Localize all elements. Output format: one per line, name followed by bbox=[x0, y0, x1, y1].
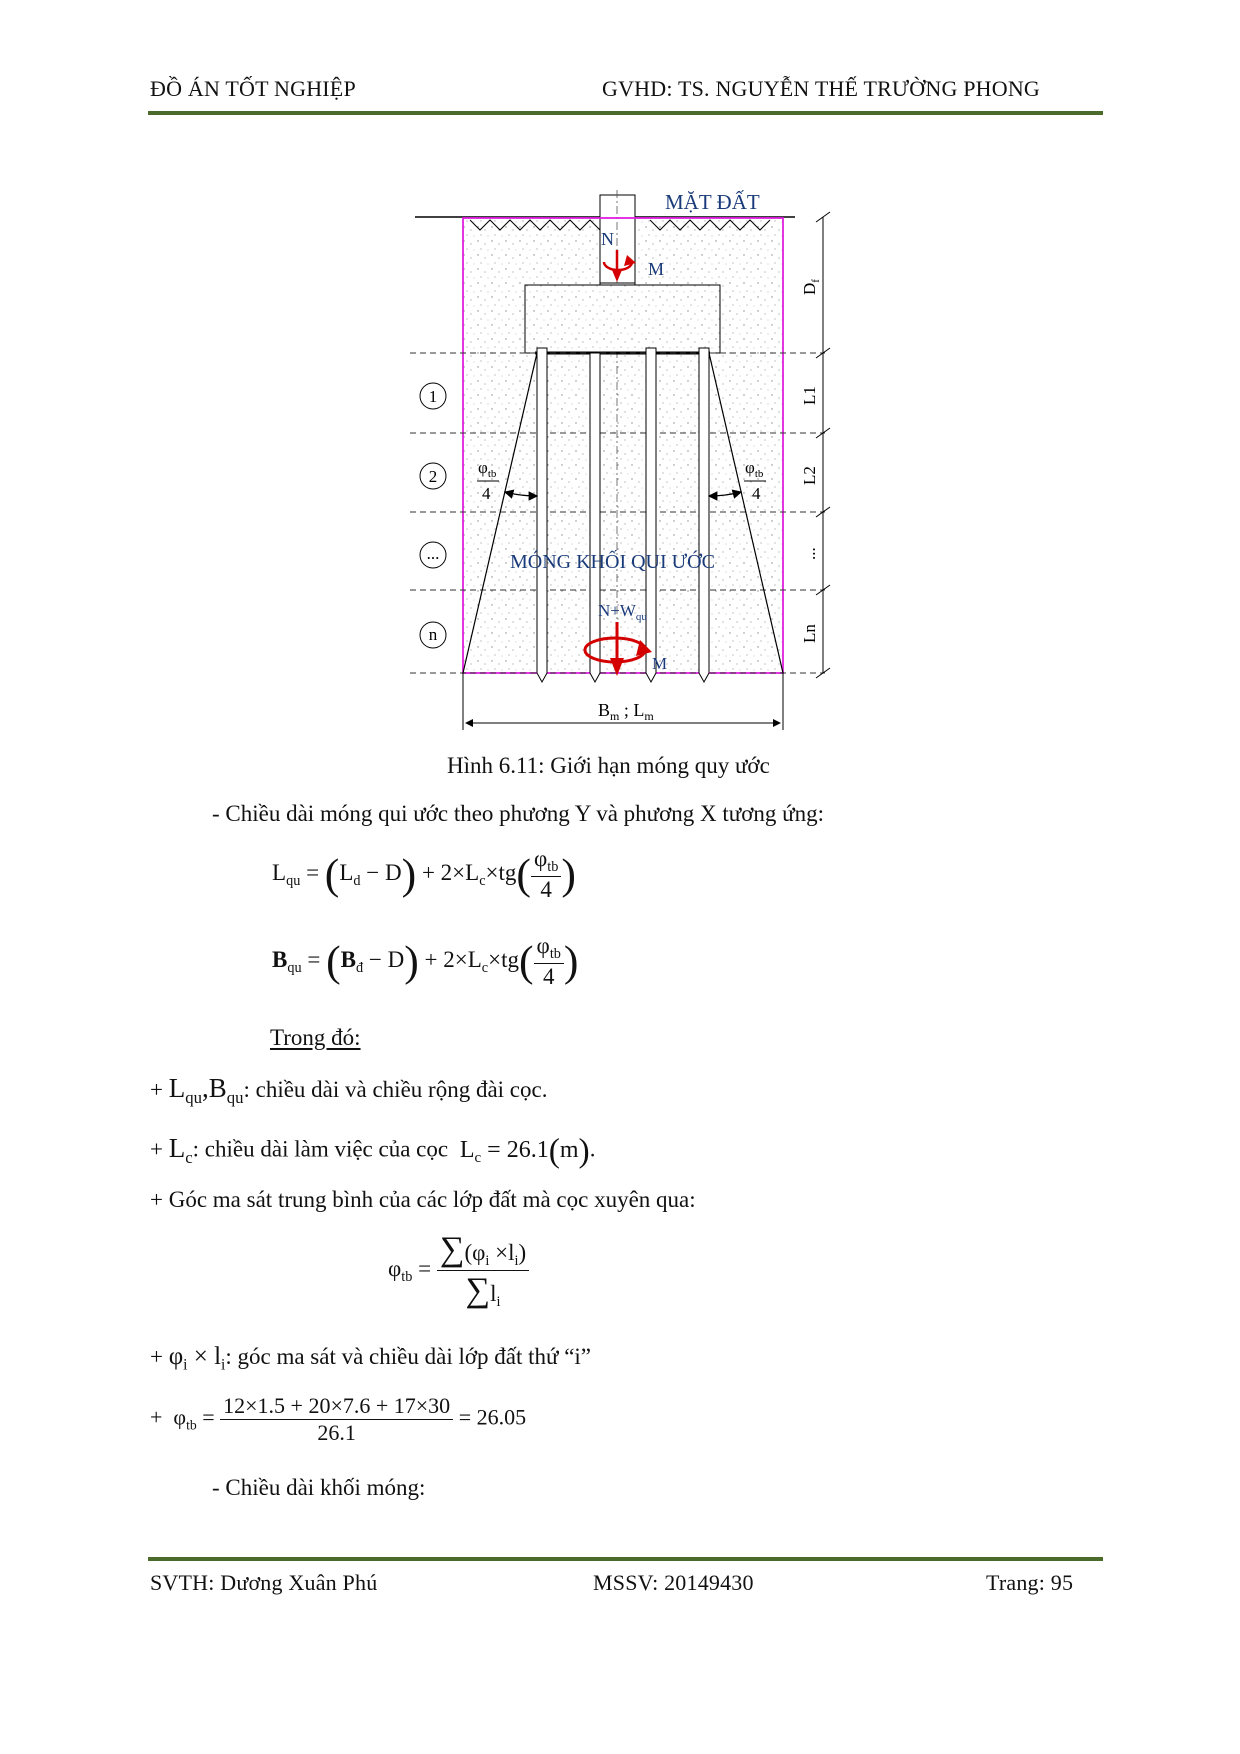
footer-left: SVTH: Dương Xuân Phú bbox=[150, 1570, 378, 1595]
svg-text:4: 4 bbox=[752, 484, 761, 503]
angle-arc-right bbox=[707, 489, 743, 501]
ground-label: MẶT ĐẤT bbox=[665, 190, 760, 214]
footer-right: Trang: 95 bbox=[986, 1570, 1074, 1595]
layer-marker-3: ... bbox=[427, 544, 440, 563]
formula-phi-tb: φtb = ∑(φi ×li)∑li bbox=[388, 1230, 530, 1311]
dim-Ln: Ln bbox=[800, 624, 819, 643]
piles bbox=[536, 347, 710, 684]
angle-arc-left bbox=[503, 489, 539, 501]
layer-marker-n: n bbox=[429, 625, 438, 644]
header-right: GVHD: TS. NGUYỄN THẾ TRƯỜNG PHONG bbox=[602, 76, 1041, 101]
header-rule bbox=[148, 111, 1103, 115]
item-dimensions: + Lqu,Bqu: chiều dài và chiều rộng đài c… bbox=[150, 1073, 548, 1107]
dim-L1: L1 bbox=[800, 386, 819, 405]
dim-dots: ... bbox=[800, 547, 819, 560]
block-label: MÓNG KHỐI QUI ƯỚC bbox=[510, 549, 715, 573]
top-moment-label: M bbox=[648, 259, 664, 279]
where-label: Trong đó: bbox=[270, 1025, 361, 1050]
item-friction-angle: + Góc ma sát trung bình của các lớp đất … bbox=[150, 1187, 696, 1212]
top-load-label: N bbox=[601, 229, 614, 249]
tail-text: - Chiều dài khối móng: bbox=[212, 1475, 426, 1500]
angle-label-left: φtb 4 bbox=[477, 458, 499, 503]
layer-marker-2: 2 bbox=[429, 467, 438, 486]
layer-markers: 1 2 ... n bbox=[419, 382, 447, 649]
foundation-diagram: MẶT ĐẤT N M φtb 4 φtb 4 bbox=[410, 190, 831, 730]
svg-text:φtb: φtb bbox=[478, 458, 497, 480]
svg-text:φtb: φtb bbox=[745, 458, 764, 480]
dim-labels: Df L1 L2 ... Ln bbox=[800, 279, 822, 643]
ground-hatch-right bbox=[649, 219, 771, 231]
header-left: ĐỒ ÁN TỐT NGHIỆP bbox=[150, 76, 356, 101]
svg-text:4: 4 bbox=[482, 484, 491, 503]
footer-rule bbox=[148, 1557, 1103, 1561]
layer-lines bbox=[410, 352, 825, 674]
spread-line-left bbox=[462, 352, 538, 674]
angle-label-right: φtb 4 bbox=[744, 458, 766, 503]
dim-L2: L2 bbox=[800, 466, 819, 485]
figure-caption: Hình 6.11: Giới hạn móng quy ước bbox=[447, 753, 770, 778]
bottom-load-label: N+Wqu bbox=[598, 601, 647, 623]
bottom-moment-label: M bbox=[652, 654, 667, 673]
item-layer-definition: + φi × li: góc ma sát và chiều dài lớp đ… bbox=[150, 1343, 592, 1374]
dim-Df: Df bbox=[800, 279, 822, 295]
spread-line-right bbox=[708, 352, 784, 674]
width-label: Bm ; Lm bbox=[598, 700, 654, 723]
item-pile-length: + Lc: chiều dài làm việc của cọc Lc = 26… bbox=[150, 1132, 596, 1169]
intro-text: - Chiều dài móng qui ước theo phương Y v… bbox=[212, 801, 825, 826]
footer-middle: MSSV: 20149430 bbox=[593, 1570, 754, 1595]
layer-marker-1: 1 bbox=[429, 387, 438, 406]
ground-hatch-left bbox=[469, 219, 611, 231]
